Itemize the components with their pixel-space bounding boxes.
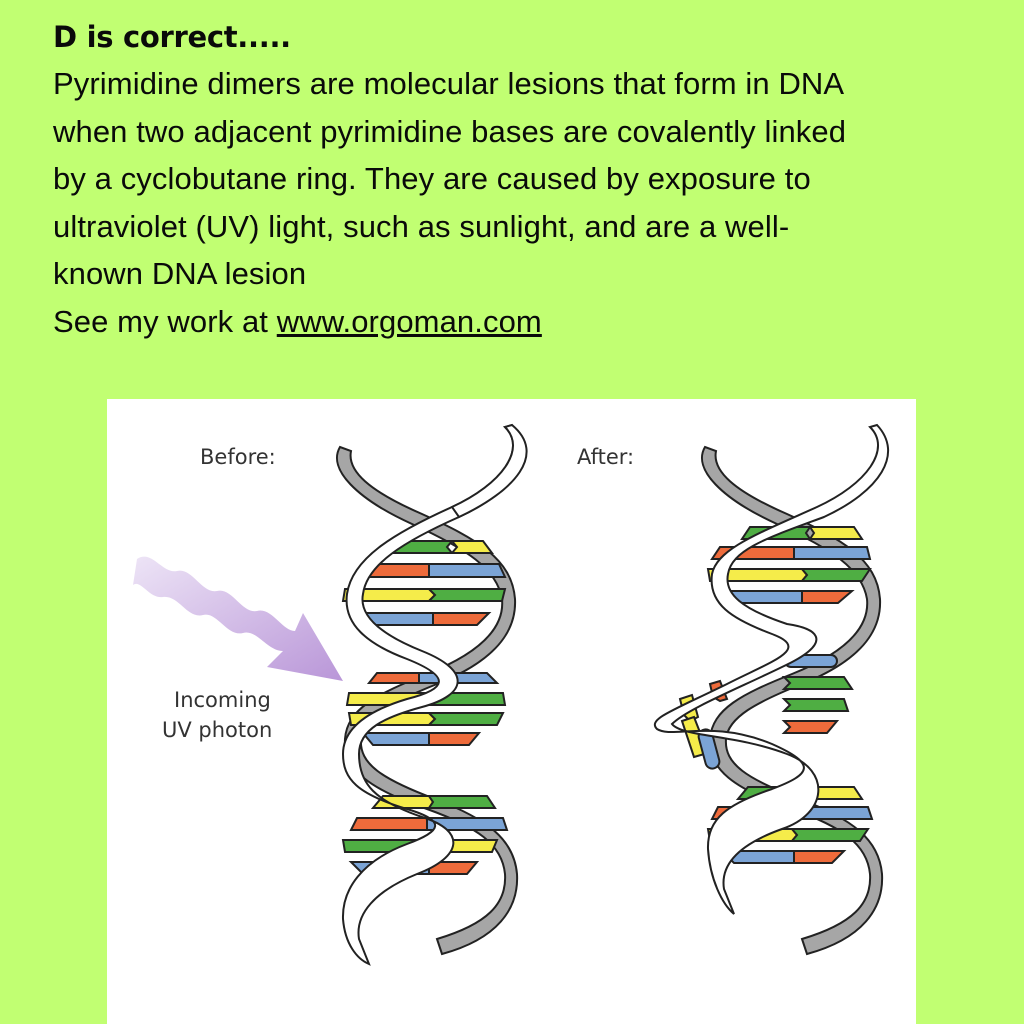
body-line-4: ultraviolet (UV) light, such as sunlight… (53, 208, 790, 244)
promo-line: See my work at www.orgoman.com (53, 298, 1013, 346)
dna-diagram: Before: After: Incoming UV photon (107, 399, 916, 1024)
answer-headline: D is correct..... (53, 20, 291, 54)
photon-label-line2: UV photon (162, 718, 273, 742)
dna-helix-after (653, 423, 889, 956)
after-label: After: (577, 445, 635, 469)
body-line-3: by a cyclobutane ring. They are caused b… (53, 161, 811, 196)
promo-prefix: See my work at (53, 303, 277, 339)
uv-photon-arrow-icon (133, 556, 343, 681)
body-line-2: when two adjacent pyrimidine bases are c… (53, 113, 847, 149)
body-line-5: known DNA lesion (53, 256, 307, 291)
body-line-1: Pyrimidine dimers are molecular lesions … (53, 66, 845, 101)
photon-label-line1: Incoming (174, 688, 271, 712)
dna-helix-before (336, 423, 528, 966)
before-label: Before: (200, 445, 276, 469)
explanation-text: D is correct..... Pyrimidine dimers are … (53, 14, 1013, 345)
website-link[interactable]: www.orgoman.com (276, 303, 542, 339)
